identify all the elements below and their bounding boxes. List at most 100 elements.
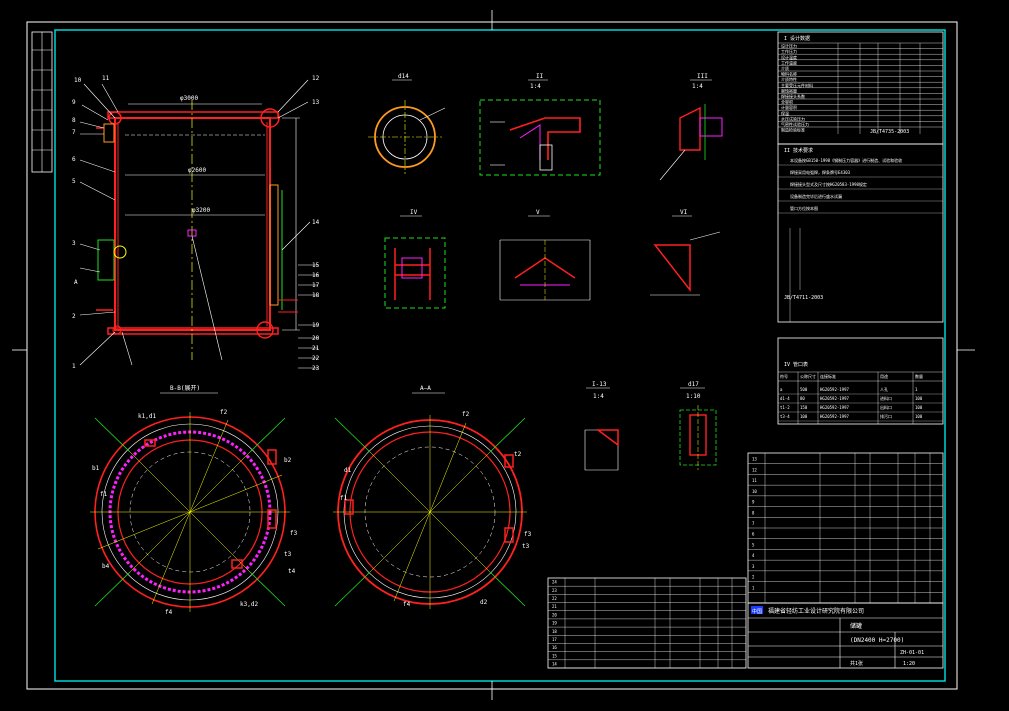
left-callout-numbers: 10 11 9 8 7 6 5 3 2 1 A xyxy=(72,75,110,370)
main-dim-2: φ2600 xyxy=(188,167,206,174)
tech-row-label: 制造检验标准 xyxy=(781,127,805,133)
bottom-plate xyxy=(107,327,279,335)
svg-text:IV: IV xyxy=(410,209,418,216)
bom-lower-index: 18 xyxy=(552,629,557,634)
svg-text:d1: d1 xyxy=(344,467,352,474)
tech-row-label: 工作温度 xyxy=(781,59,797,65)
nozzle-header: 数量 xyxy=(915,373,923,379)
bom-lower-index: 14 xyxy=(552,662,557,667)
nozzle-cell: 人孔 xyxy=(880,386,888,392)
tech-table-title: I 设计数据 xyxy=(784,35,810,42)
manhole-symbol xyxy=(113,245,127,259)
svg-text:d17: d17 xyxy=(688,381,699,388)
svg-text:3: 3 xyxy=(72,240,76,247)
detail-d14-outer xyxy=(374,106,436,168)
bb-ring-labels: f2 b2 f3 t3 f4 f1 b1 k3,d2 b4 t4 k1,d1 xyxy=(92,409,298,616)
svg-text:b4: b4 xyxy=(102,563,110,570)
nozzle-header: 符号 xyxy=(780,373,788,379)
svg-text:b1: b1 xyxy=(92,465,100,472)
detail-title-d14: d14 xyxy=(398,73,409,80)
tech-row-label: 气密性试验压力 xyxy=(781,121,809,127)
main-dim-1: φ3000 xyxy=(180,95,198,102)
svg-text:11: 11 xyxy=(102,75,110,82)
svg-text:VI: VI xyxy=(680,209,688,216)
aa-ring-labels: f2 t2 t3 d2 f4 f1 d1 f3 xyxy=(340,411,532,608)
svg-text:A: A xyxy=(74,279,78,286)
note-line: 设备制造完毕后进行盛水试漏 xyxy=(790,193,842,199)
left-callouts xyxy=(79,83,133,366)
tech-row-label: 水压试验压力 xyxy=(781,115,805,121)
svg-text:I-13: I-13 xyxy=(592,381,607,388)
svg-text:III: III xyxy=(697,73,708,80)
svg-text:1: 1 xyxy=(72,363,76,370)
tech-row-label: 保温 xyxy=(781,110,789,116)
svg-text:6: 6 xyxy=(72,156,76,163)
side-outlet-pipe xyxy=(269,184,279,306)
tech-row-label: 焊接接头系数 xyxy=(781,93,805,99)
tech-row-label: 设计温度 xyxy=(781,54,797,60)
svg-text:23: 23 xyxy=(312,365,320,372)
bom-lower-index: 17 xyxy=(552,637,557,642)
bom-upper-index: 2 xyxy=(752,575,755,580)
nozzle-cell: HG20592-1997 xyxy=(820,414,849,419)
company-stamp xyxy=(751,606,763,614)
note-line: 焊接接头型式及尺寸按HG20583-1998规定 xyxy=(790,181,867,187)
svg-text:10: 10 xyxy=(74,77,82,84)
svg-text:17: 17 xyxy=(312,282,320,289)
nozzle-table-title: IV 管口表 xyxy=(784,361,808,368)
svg-text:8: 8 xyxy=(72,117,76,124)
svg-text:12: 12 xyxy=(312,75,320,82)
main-elevation-view: φ3000 φ2600 φ3200 xyxy=(72,75,320,372)
inner-border xyxy=(54,29,946,682)
svg-text:22: 22 xyxy=(312,355,320,362)
svg-text:k3,d2: k3,d2 xyxy=(240,601,258,608)
nozzle-cell: 500 xyxy=(800,387,808,392)
svg-text:k1,d1: k1,d1 xyxy=(138,413,156,420)
bb-spokes xyxy=(90,412,290,612)
svg-text:f2: f2 xyxy=(220,409,228,416)
svg-text:f3: f3 xyxy=(290,530,298,537)
tech-row-label: 主要受压元件材料 xyxy=(781,82,813,88)
svg-text:V: V xyxy=(536,209,540,216)
title-spec: (DN2400 H=2700) xyxy=(850,637,904,644)
nozzle-cell: 100 xyxy=(915,414,923,419)
bom-upper-index: 10 xyxy=(752,489,757,494)
title-scale: 1:20 xyxy=(903,661,915,667)
nozzle-cell: a xyxy=(780,387,783,392)
bom-upper-index: 11 xyxy=(752,478,757,483)
bom-upper-index: 3 xyxy=(752,564,755,569)
svg-text:t3: t3 xyxy=(284,551,292,558)
tech-row-label: 腐蚀裕量 xyxy=(781,87,797,93)
note-line: 焊接采用电弧焊，焊条牌号E4303 xyxy=(790,169,851,175)
bom-lower-index: 24 xyxy=(552,580,557,585)
bom-lower-index: 22 xyxy=(552,596,557,601)
svg-text:20: 20 xyxy=(312,335,320,342)
corner-ring-bl xyxy=(112,325,122,335)
bb-support-legs xyxy=(94,417,286,607)
svg-text:t4: t4 xyxy=(288,568,296,575)
svg-text:t2: t2 xyxy=(514,451,522,458)
tech-row-label: 介质 xyxy=(781,65,789,71)
detail-ii-box xyxy=(479,99,601,176)
svg-text:1:4: 1:4 xyxy=(530,83,541,90)
svg-text:1:4: 1:4 xyxy=(593,393,604,400)
notes-table: II 技术要求 本设备按GB150-1998《钢制压力容器》进行制造、试验和验收… xyxy=(777,143,944,323)
svg-text:2: 2 xyxy=(72,313,76,320)
bom-lower-index: 21 xyxy=(552,604,557,609)
svg-text:21: 21 xyxy=(312,345,320,352)
bom-lower-index: 20 xyxy=(552,612,557,617)
svg-text:5: 5 xyxy=(72,178,76,185)
svg-text:t3: t3 xyxy=(522,543,530,550)
corner-ring-br xyxy=(256,321,274,339)
nozzle-cell: 100 xyxy=(915,396,923,401)
svg-text:1:4: 1:4 xyxy=(692,83,703,90)
svg-text:d2: d2 xyxy=(480,599,488,606)
tech-row-label: 工作压力 xyxy=(781,48,797,54)
tech-row-label: 全容积 xyxy=(781,99,793,105)
title-name: 储罐 xyxy=(850,622,862,630)
right-callouts xyxy=(277,79,318,369)
corner-ring-tl xyxy=(108,111,122,125)
